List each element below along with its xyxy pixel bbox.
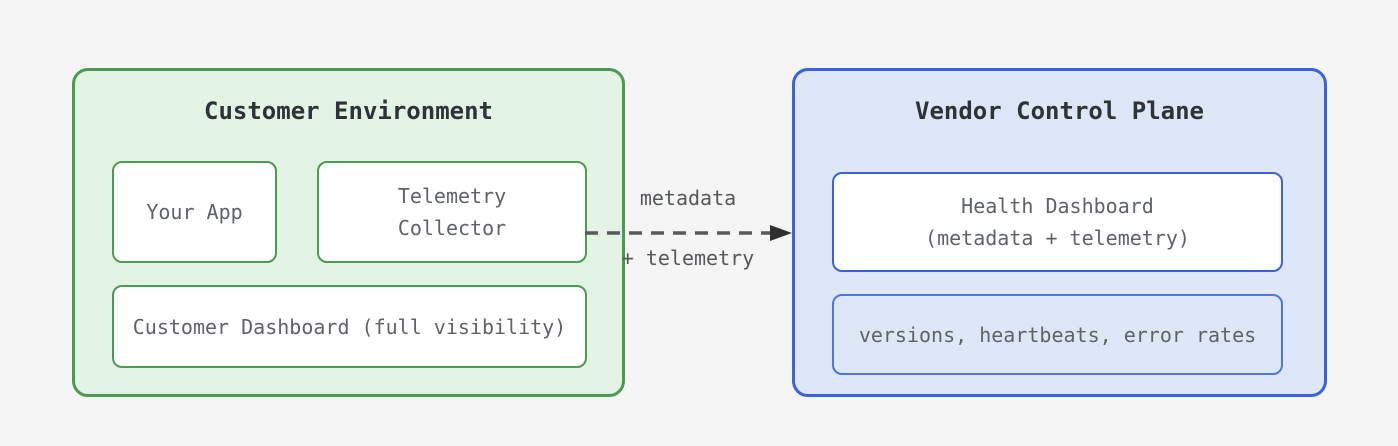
dashed-arrow-icon	[585, 225, 792, 241]
node-health-dashboard: Health Dashboard (metadata + telemetry)	[832, 172, 1283, 272]
node-your-app: Your App	[112, 161, 277, 263]
customer-environment-title: Customer Environment	[204, 97, 493, 125]
node-customer-dashboard: Customer Dashboard (full visibility)	[112, 285, 587, 368]
node-telemetry-collector: Telemetry Collector	[317, 161, 587, 263]
customer-environment-group: Customer Environment Your App Telemetry …	[72, 68, 625, 397]
vendor-control-plane-title: Vendor Control Plane	[915, 97, 1204, 125]
node-metrics: versions, heartbeats, error rates	[832, 294, 1283, 375]
arrow-label-metadata: metadata	[639, 186, 737, 210]
vendor-control-plane-group: Vendor Control Plane Health Dashboard (m…	[792, 68, 1327, 397]
arrow-label-telemetry: + telemetry	[621, 246, 755, 270]
